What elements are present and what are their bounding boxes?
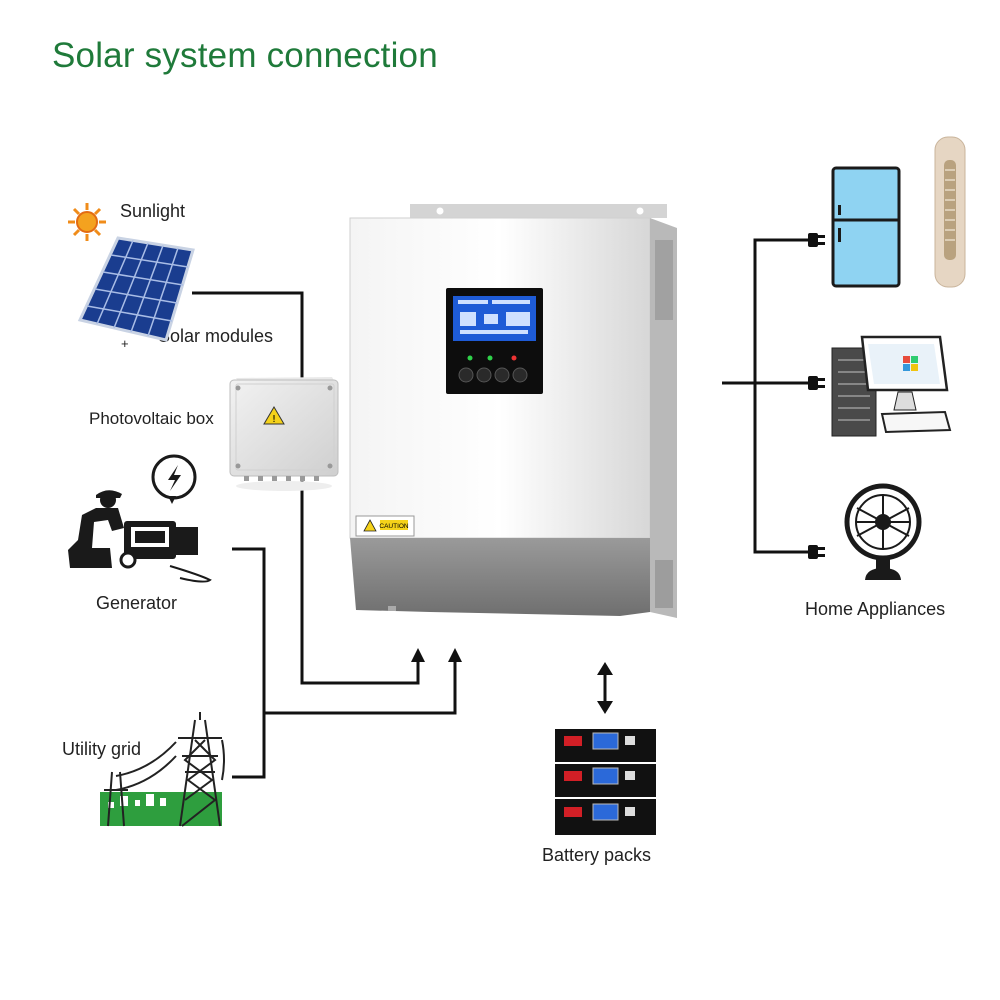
caution-label: CAUTION <box>379 523 409 530</box>
fan-icon <box>844 483 922 580</box>
connection-lines <box>192 238 810 779</box>
generator-line <box>232 547 266 779</box>
battery-2 <box>555 764 656 797</box>
sunlight-label: Sunlight <box>120 201 186 221</box>
solar-modules-label: Solar modules <box>158 326 274 346</box>
air-conditioner-icon <box>934 136 966 288</box>
plug-icon <box>808 233 825 559</box>
generator-label: Generator <box>96 593 178 613</box>
grid-line <box>264 660 457 715</box>
arrow-up-solar <box>411 648 425 662</box>
battery-1 <box>555 729 656 762</box>
home-appliances-label: Home Appliances <box>805 599 946 619</box>
battery-3 <box>555 799 656 835</box>
pv-box-label: Photovoltaic box <box>89 409 214 428</box>
computer-icon <box>831 335 952 437</box>
arrow-up-grid <box>448 648 462 662</box>
battery-packs-label: Battery packs <box>542 845 652 865</box>
generator-icon <box>68 454 212 583</box>
sun-icon <box>68 203 106 241</box>
pv-box-icon: ! <box>229 377 339 491</box>
svg-text:!: ! <box>272 414 276 425</box>
page-title: Solar system connection <box>52 36 438 75</box>
arrow-heads <box>411 648 613 714</box>
battery-pack-icon <box>555 729 656 835</box>
utility-grid-icon <box>100 712 225 827</box>
solar-panel-icon <box>77 236 195 342</box>
arrow-down-battery <box>597 701 613 714</box>
inverter-icon: CAUTION <box>349 204 677 618</box>
utility-grid-label: Utility grid <box>62 739 142 759</box>
plus-sign: + <box>121 336 129 351</box>
solar-line <box>192 291 420 685</box>
home-line <box>722 238 810 554</box>
arrow-up-battery <box>597 662 613 675</box>
fridge-icon <box>831 166 901 288</box>
